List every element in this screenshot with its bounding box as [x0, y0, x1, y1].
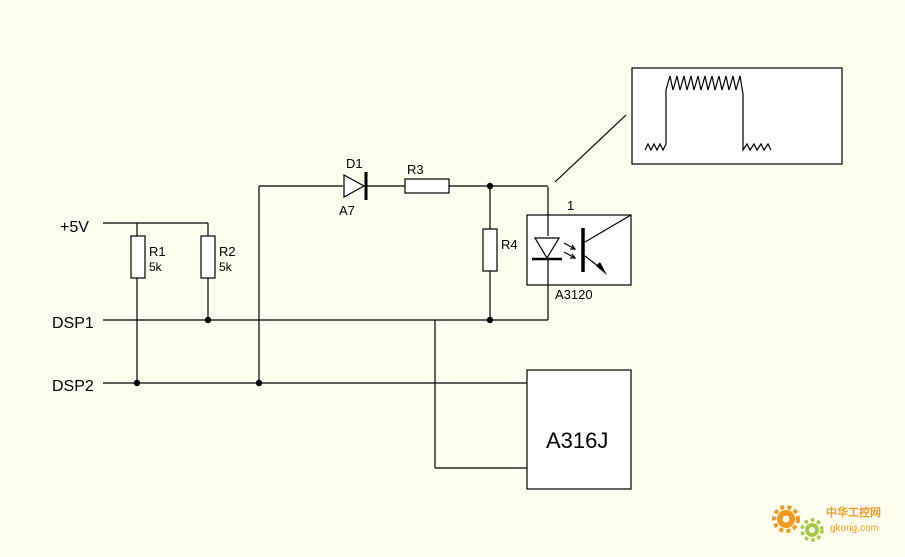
callout-leader: [554, 114, 627, 183]
led-icon: [533, 237, 561, 260]
r3-label: R3: [407, 162, 424, 177]
optocoupler-pin: 1: [567, 198, 574, 213]
dsp1-label: DSP1: [52, 315, 94, 332]
supply-label: +5V: [60, 219, 89, 236]
resistor-r4: [482, 186, 498, 320]
d1-label: D1: [346, 156, 363, 171]
waveform-trace: [644, 75, 772, 152]
driver-a316j-box: [526, 369, 632, 490]
r1-label: R1: [149, 244, 166, 259]
driver-part: A316J: [546, 428, 608, 453]
r2-value: 5k: [219, 260, 233, 274]
d1-part: A7: [339, 203, 355, 218]
r2-label: R2: [219, 244, 236, 259]
resistor-r3: [404, 178, 450, 194]
watermark-logo: 中华工控网 gkong.com: [772, 505, 881, 542]
junction-dot: [486, 182, 494, 190]
junction-dot: [204, 316, 212, 324]
waveform-inset: [631, 67, 843, 165]
watermark-url: gkong.com: [830, 523, 879, 534]
resistor-r1: [130, 223, 146, 383]
diode-d1: [343, 172, 368, 200]
gear-icon: [772, 505, 800, 533]
optocoupler-part: A3120: [555, 287, 593, 302]
dsp2-label: DSP2: [52, 378, 94, 395]
optocoupler-a3120: [526, 214, 632, 286]
r4-label: R4: [501, 237, 518, 252]
r1-value: 5k: [149, 260, 163, 274]
light-rays-icon: [563, 242, 577, 259]
resistor-r2: [200, 223, 216, 320]
gear-icon: [800, 518, 824, 542]
junction-dot: [255, 379, 263, 387]
watermark-text: 中华工控网: [826, 505, 881, 519]
junction-dot: [133, 379, 141, 387]
junction-dot: [486, 316, 494, 324]
